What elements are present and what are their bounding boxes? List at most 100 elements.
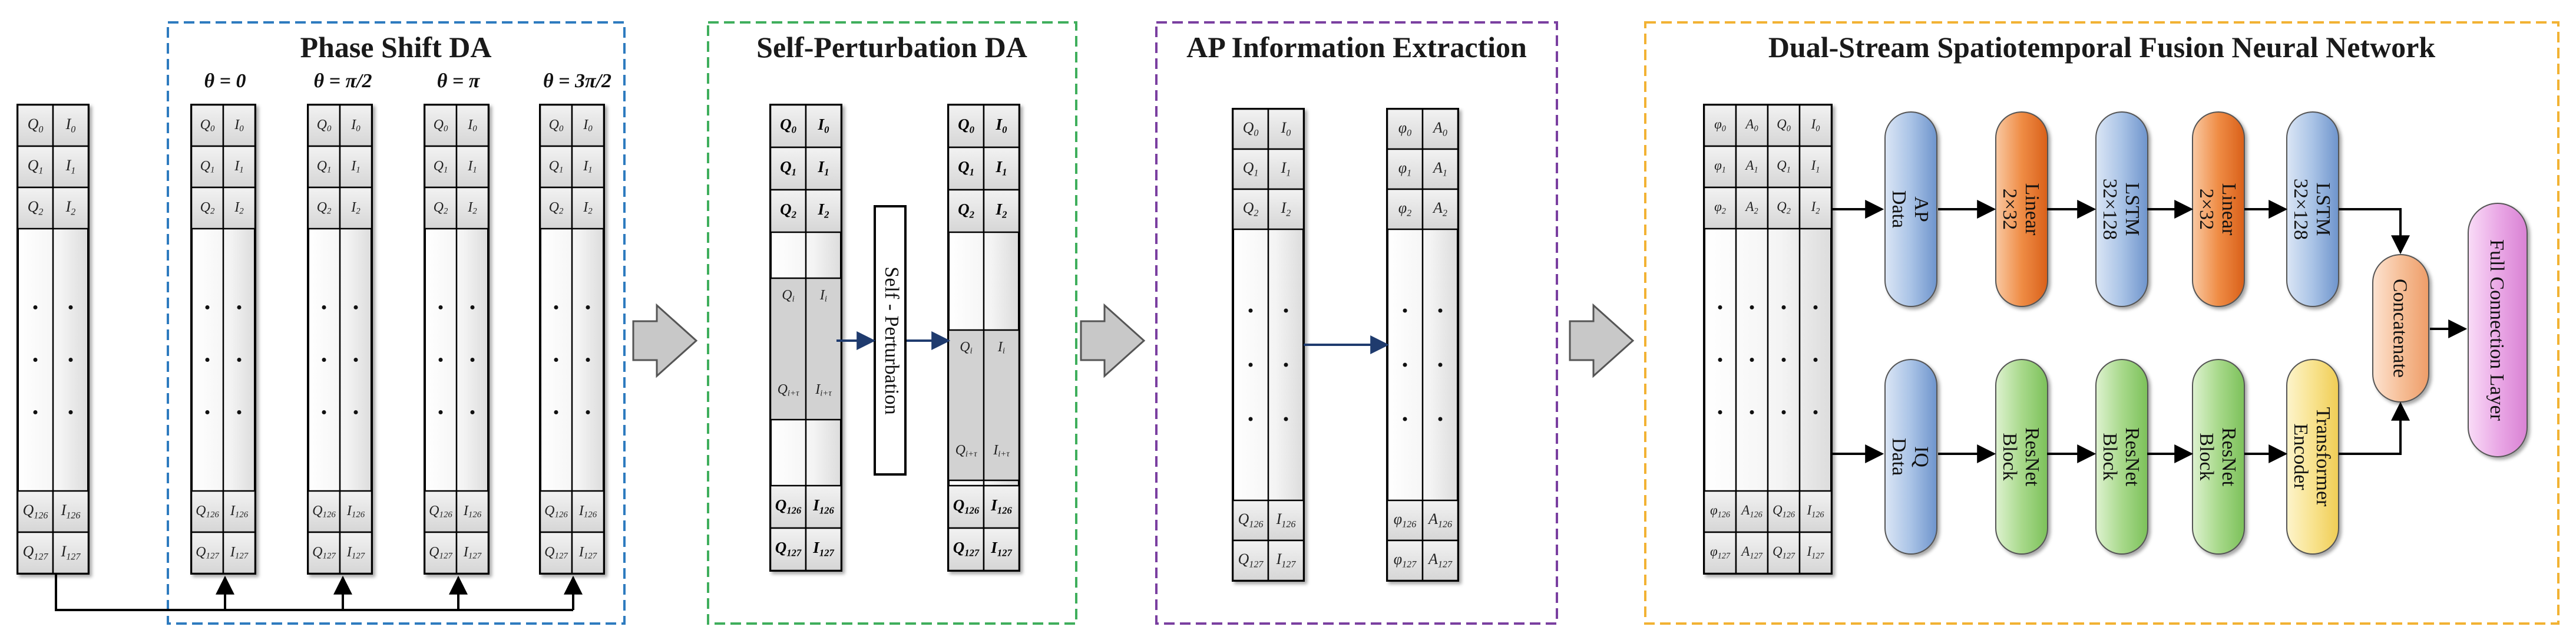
cell-label: I127 (1276, 550, 1297, 569)
cell-label: Ii+τ (993, 443, 1010, 460)
ellipsis-dot (1438, 362, 1443, 367)
cell-label: Q1 (317, 159, 332, 176)
ellipsis-dot (205, 410, 210, 414)
ellipsis-dot (1403, 308, 1407, 313)
iq-data-node: IQData (1884, 359, 1937, 555)
cell-label: φ1 (1714, 158, 1726, 174)
cell-label: Q126 (196, 503, 219, 520)
cell-label: I1 (583, 159, 592, 176)
ellipsis-dot (1248, 308, 1253, 313)
cell-label: I0 (818, 116, 830, 135)
resnet-block-node: ResNetBlock (2192, 359, 2245, 555)
ellipsis-dot (322, 305, 326, 309)
transformer-encoder-node-label: TransformerEncoder (2290, 407, 2334, 507)
cell-label: φ1 (1398, 159, 1411, 178)
ellipsis-dot (1813, 305, 1818, 309)
cell-label: Q1 (1243, 159, 1259, 178)
linear-layer-node: Linear2×32 (2192, 111, 2245, 307)
cell-label: A2 (1432, 199, 1447, 218)
connector (2339, 401, 2410, 455)
resnet-block-node: ResNetBlock (1995, 359, 2048, 555)
phase-shift-feedback (55, 575, 583, 611)
cell-label: I126 (1806, 503, 1824, 519)
ellipsis-dot (205, 358, 210, 362)
cell-label: Qi (960, 339, 972, 357)
cell-label: Q126 (23, 502, 48, 520)
transformer-encoder-node: TransformerEncoder (2286, 359, 2339, 555)
cell-label: I1 (1811, 158, 1820, 174)
cell-label: Q1 (28, 157, 44, 176)
cell-label: Q127 (953, 539, 980, 558)
cell-label: I2 (996, 200, 1007, 220)
cell-label: A0 (1432, 119, 1447, 138)
cell-label: Qi+τ (778, 382, 800, 399)
theta-label: θ = 3π/2 (543, 70, 611, 92)
ellipsis-dot (33, 358, 38, 362)
cell-label: I126 (990, 496, 1012, 516)
cell-label: I1 (818, 158, 829, 177)
cell-label: A1 (1432, 159, 1447, 178)
ellipsis-dot (1438, 417, 1443, 421)
cell-label: I1 (467, 159, 477, 176)
cell-label: φ126 (1710, 503, 1731, 519)
cell-label: I2 (234, 200, 244, 217)
cell-label: I126 (61, 502, 81, 520)
ellipsis-dot (1284, 362, 1288, 367)
cell-label: I2 (467, 200, 477, 217)
theta-label: θ = π/2 (313, 70, 372, 92)
cell-label: Q1 (1777, 158, 1791, 174)
cell-label: φ0 (1714, 117, 1726, 133)
cell-label: Q126 (1238, 510, 1264, 529)
cell-label: A126 (1427, 510, 1452, 529)
ellipsis-dot (1781, 358, 1786, 362)
ellipsis-dot (33, 305, 38, 309)
theta-label: θ = 0 (204, 70, 246, 92)
cell-label: Q126 (775, 496, 802, 516)
cell-label: I0 (583, 117, 593, 134)
cell-label: Q127 (429, 545, 452, 562)
cell-label: I127 (812, 539, 834, 558)
resnet-block-node: ResNetBlock (2095, 359, 2148, 555)
cell-label: Q1 (958, 158, 974, 177)
ellipsis-dot (554, 305, 558, 309)
cell-label: I127 (346, 545, 365, 562)
ellipsis-dot (1750, 305, 1754, 309)
ellipsis-dot (1781, 305, 1786, 309)
ellipsis-dot (1718, 305, 1722, 309)
cell-label: I2 (818, 200, 829, 220)
ellipsis-dot (438, 305, 443, 309)
cell-label: Q127 (196, 545, 219, 562)
ellipsis-dot (438, 410, 443, 414)
cell-label: Q126 (544, 503, 568, 520)
network-connectors (1831, 200, 2468, 463)
ellipsis-dot (353, 410, 358, 414)
ellipsis-dot (1750, 410, 1754, 414)
cell-label: I127 (1806, 544, 1824, 560)
resnet-block-node-label: ResNetBlock (2099, 427, 2143, 487)
ellipsis-dot (205, 305, 210, 309)
cell-label: φ127 (1394, 550, 1417, 569)
cell-label: Q0 (317, 117, 332, 134)
linear-layer-node-label: Linear2×32 (1999, 183, 2043, 236)
cell-label: I0 (1281, 119, 1291, 138)
cell-label: Q2 (200, 200, 215, 217)
concatenate-node: Concatenate (2372, 254, 2429, 403)
cell-label: φ2 (1714, 199, 1726, 216)
cell-label: I1 (234, 159, 243, 176)
cell-label: Q127 (775, 539, 802, 558)
cell-label: Qi (782, 288, 794, 305)
cell-label: Ii (819, 288, 827, 305)
cell-label: Q0 (28, 116, 44, 134)
cell-label: Q127 (23, 543, 49, 562)
cell-label: I1 (1281, 159, 1291, 178)
ellipsis-dot (554, 358, 558, 362)
cell-label: Q126 (953, 496, 980, 516)
ellipsis-dot (1750, 358, 1754, 362)
